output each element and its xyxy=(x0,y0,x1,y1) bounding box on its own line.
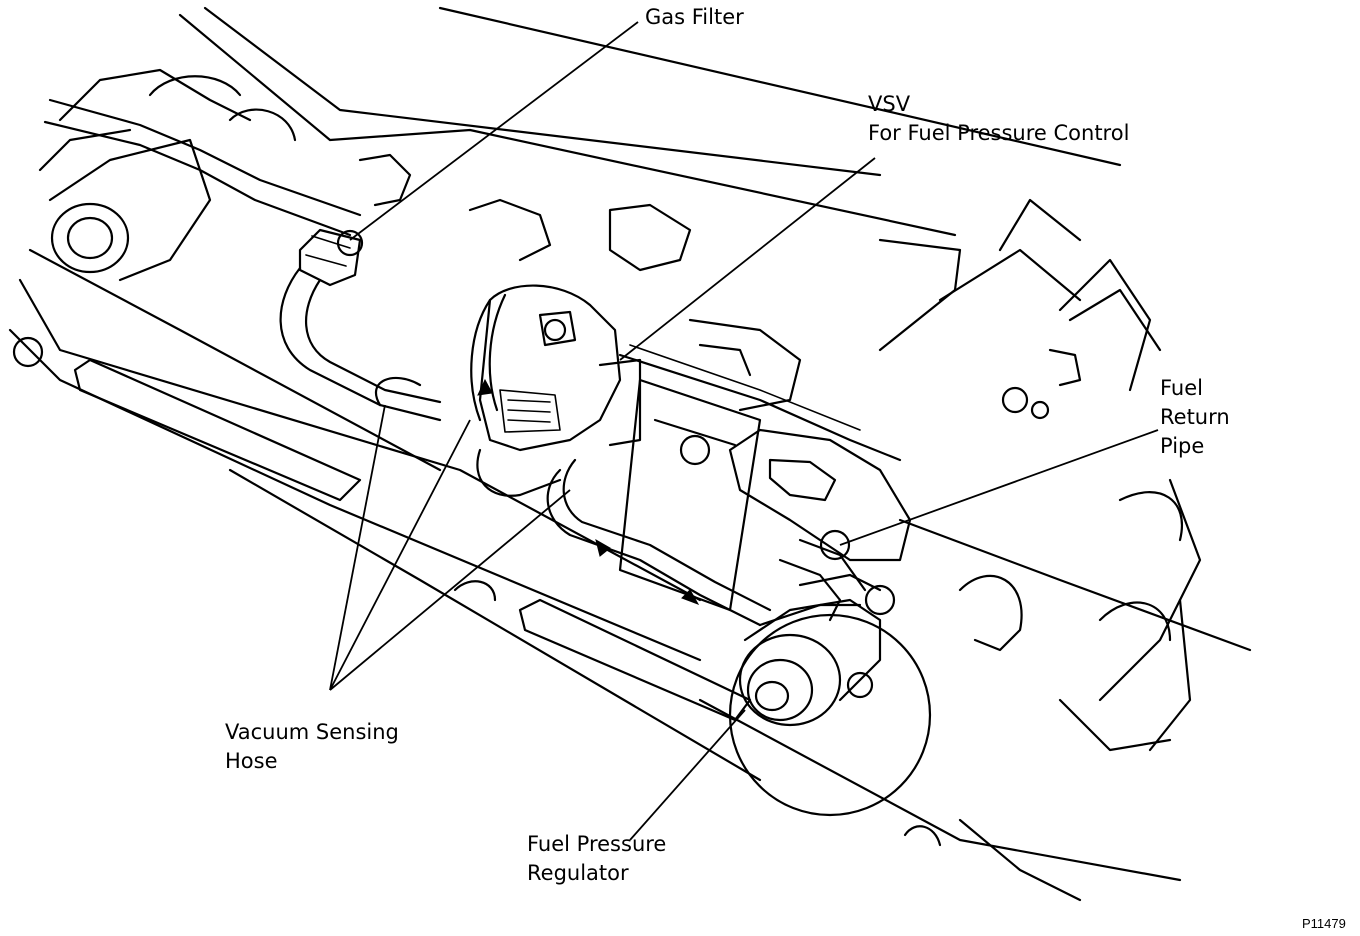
label-vacuum-line1: Vacuum Sensing xyxy=(225,720,399,744)
gas-filter-assembly xyxy=(279,228,442,422)
label-fuel-return-line2: Return xyxy=(1160,405,1230,429)
fuel-return-pipe xyxy=(546,344,902,627)
label-fuel-return-line1: Fuel xyxy=(1160,376,1203,400)
label-vsv-line2: For Fuel Pressure Control xyxy=(868,121,1130,145)
label-gas-filter-text: Gas Filter xyxy=(645,5,744,29)
label-fuel-return-line3: Pipe xyxy=(1160,434,1205,458)
leader-lines xyxy=(329,21,1159,841)
label-gas-filter: Gas Filter xyxy=(645,3,744,32)
label-fuel-pressure-regulator: Fuel Pressure Regulator xyxy=(527,830,666,888)
label-regulator-line1: Fuel Pressure xyxy=(527,832,667,856)
fuel-pressure-regulator xyxy=(728,573,932,817)
label-vacuum-sensing-hose: Vacuum Sensing Hose xyxy=(225,718,399,776)
vsv-unit xyxy=(470,284,642,497)
label-vacuum-line2: Hose xyxy=(225,749,278,773)
label-vsv: VSV For Fuel Pressure Control xyxy=(868,90,1129,148)
figure-id: P11479 xyxy=(1302,916,1346,931)
label-regulator-line2: Regulator xyxy=(527,861,629,885)
label-fuel-return-pipe: Fuel Return Pipe xyxy=(1160,374,1230,461)
label-vsv-line1: VSV xyxy=(868,92,911,116)
engine-body-lines xyxy=(8,6,1252,902)
